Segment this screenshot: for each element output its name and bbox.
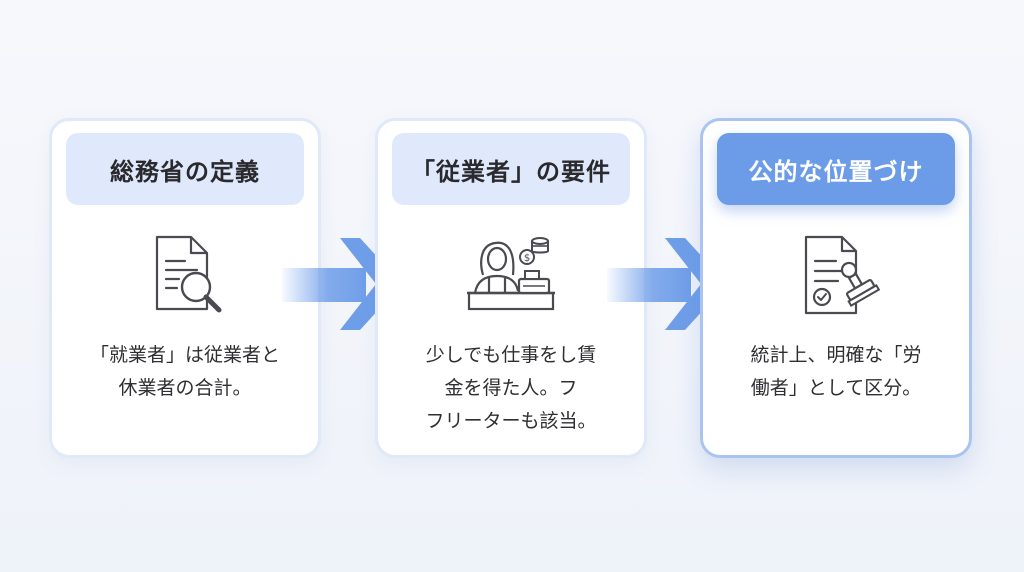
step-title: 総務省の定義 — [66, 133, 304, 205]
step-title: 公的な位置づけ — [717, 133, 955, 205]
step-title: 「従業者」の要件 — [392, 133, 630, 205]
step-card-requirement: 「従業者」の要件 $ 少しでも仕事をし賃 金を得た人。フ フリーターも該当。 — [375, 118, 647, 458]
cashier-worker-icon: $ — [467, 237, 555, 311]
certified-document-stamp-icon — [804, 235, 881, 315]
step-description: 「就業者」は従業者と 休業者の合計。 — [89, 344, 280, 399]
svg-text:$: $ — [524, 253, 530, 264]
step-card-official-status: 公的な位置づけ 統計上、明確な「労 働者」として区分。 — [700, 118, 972, 458]
step-description: 統計上、明確な「労 働者」として区分。 — [750, 344, 922, 399]
step-card-definition: 総務省の定義 「就業者」は従業者と 休業者の合計。 — [49, 118, 321, 458]
step-description: 少しでも仕事をし賃 金を得た人。フ フリーターも該当。 — [425, 344, 597, 432]
document-search-icon — [155, 235, 222, 313]
